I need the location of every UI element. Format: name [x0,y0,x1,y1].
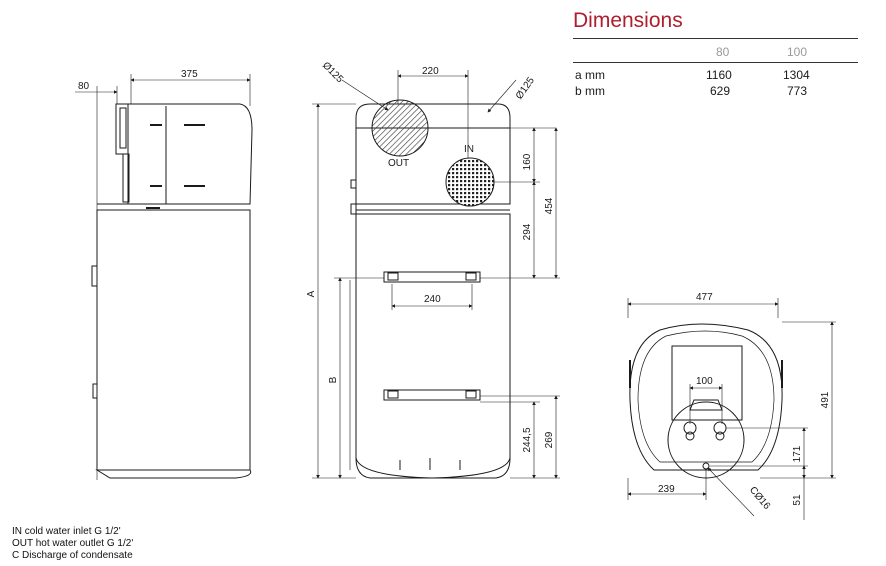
table-header-rule [573,62,858,63]
side-fan-housing [127,103,253,205]
h269-label: 269 [544,431,555,448]
bracket-slot [465,272,477,281]
row-b-value-80: 629 [710,84,731,98]
h160-label: 160 [522,153,533,170]
front-side-clip [350,179,357,189]
out-connection-lower [715,431,725,441]
top-inner-outline [637,330,775,463]
side-duct-stub [119,107,127,149]
row-label-a: a mm [575,68,605,82]
side-view [75,74,253,480]
front-tank-body [355,213,511,479]
h2445-label: 244,5 [522,427,533,452]
out-duct-grille [371,99,429,157]
duct-left-label: Ø125 [320,60,345,85]
top-width-label: 477 [696,292,713,303]
pipe-spacing-label: 100 [696,376,713,387]
top-depth-label: 491 [820,391,831,408]
side-bracket [92,383,98,399]
bracket-slot [387,390,399,399]
dimensions-title: Dimensions [573,9,683,32]
legend-out: OUT hot water outlet G 1/2' [12,538,134,549]
side-tank-body [96,209,251,471]
side-depth-label: 375 [181,69,198,80]
row-a-value-80: 1160 [706,68,732,82]
h51-label: 51 [792,494,803,506]
upper-mounting-bracket [383,271,481,283]
offset239-label: 239 [658,484,675,495]
out-label: OUT [388,158,409,169]
table-top-rule [573,38,858,39]
bracket-slot [387,272,399,281]
in-connection-lower [685,431,695,441]
legend-condensate: C Discharge of condensate [12,550,133,561]
in-label: IN [464,144,474,155]
front-base [355,457,511,479]
duct-spacing-label: 220 [422,66,439,77]
lower-mounting-bracket [383,389,481,401]
in-duct-leader [487,79,517,113]
bracket-width-label: 240 [424,294,441,305]
b-label: B [328,376,339,383]
front-view [312,70,560,479]
column-header-100: 100 [787,45,808,59]
side-pipe-connection [122,153,130,203]
row-b-value-100: 773 [787,84,808,98]
out-duct-leader [341,79,389,111]
condensate-outlet [702,462,710,470]
dimensions-table: 80 100 a mm 1160 1304 b mm 629 773 [573,44,858,100]
side-bracket [91,265,98,287]
h171-label: 171 [792,445,803,462]
h294-label: 294 [522,223,533,240]
front-fan-housing [355,103,511,205]
tank-lower-circle [667,401,745,479]
connection-plate [671,345,743,421]
front-side-clip [350,203,357,215]
row-label-b: b mm [575,84,605,98]
side-duct-flange [115,103,129,155]
side-base-tray [95,469,252,479]
h454-label: 454 [544,197,555,214]
in-duct-grille [445,157,495,207]
legend-in: IN cold water inlet G 1/2' [12,526,121,537]
condensate-leader [707,467,755,517]
column-header-80: 80 [716,45,730,59]
top-view [627,298,836,520]
a-label: A [306,290,317,297]
side-offset-label: 80 [78,81,90,92]
row-a-value-100: 1304 [783,68,810,82]
bracket-slot [465,390,477,399]
duct-right-label: Ø125 [514,75,537,102]
condensate-label: CØ16 [747,485,772,512]
